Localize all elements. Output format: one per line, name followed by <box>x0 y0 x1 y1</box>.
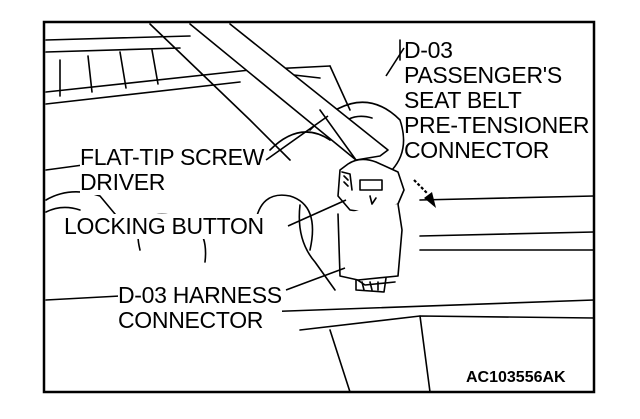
flat-tip-screwdriver <box>149 23 389 161</box>
screwdriver-label-line-2: DRIVER <box>80 169 166 195</box>
locking-button-label-text: LOCKING BUTTON <box>64 213 264 239</box>
figure-code: AC103556AK <box>466 369 566 386</box>
passenger-connector-label-line-2: PASSENGER'S <box>404 62 562 88</box>
pretensioner-connector-body <box>337 158 405 215</box>
passenger-connector-label-line-5: CONNECTOR <box>404 137 550 163</box>
screwdriver-label-line-1: FLAT-TIP SCREW <box>80 144 265 170</box>
leader-line-locking-button <box>287 199 347 227</box>
harness-connector-label-line-2: CONNECTOR <box>118 307 264 333</box>
harness-connector-body <box>337 203 403 293</box>
passenger-connector-label-line-1: D-03 <box>404 37 453 63</box>
leader-line-harness-connector <box>285 267 346 291</box>
pull-direction-arrow <box>413 179 436 208</box>
passenger-connector-label-line-3: SEAT BELT <box>404 87 522 113</box>
leader-line-screwdriver <box>265 115 329 161</box>
locking-button-label: LOCKING BUTTON <box>64 214 264 239</box>
harness-connector-label-line-1: D-03 HARNESS <box>118 282 282 308</box>
passenger-connector-label-line-4: PRE-TENSIONER <box>404 112 590 138</box>
passenger-connector-label: D-03 PASSENGER'S SEAT BELT PRE-TENSIONER… <box>404 37 590 163</box>
screwdriver-label: FLAT-TIP SCREW DRIVER <box>80 145 264 195</box>
figure-frame <box>42 20 596 394</box>
harness-connector-label: D-03 HARNESS CONNECTOR <box>118 283 282 333</box>
leader-line-passenger-connector <box>385 47 405 77</box>
seat-rail <box>45 39 595 393</box>
